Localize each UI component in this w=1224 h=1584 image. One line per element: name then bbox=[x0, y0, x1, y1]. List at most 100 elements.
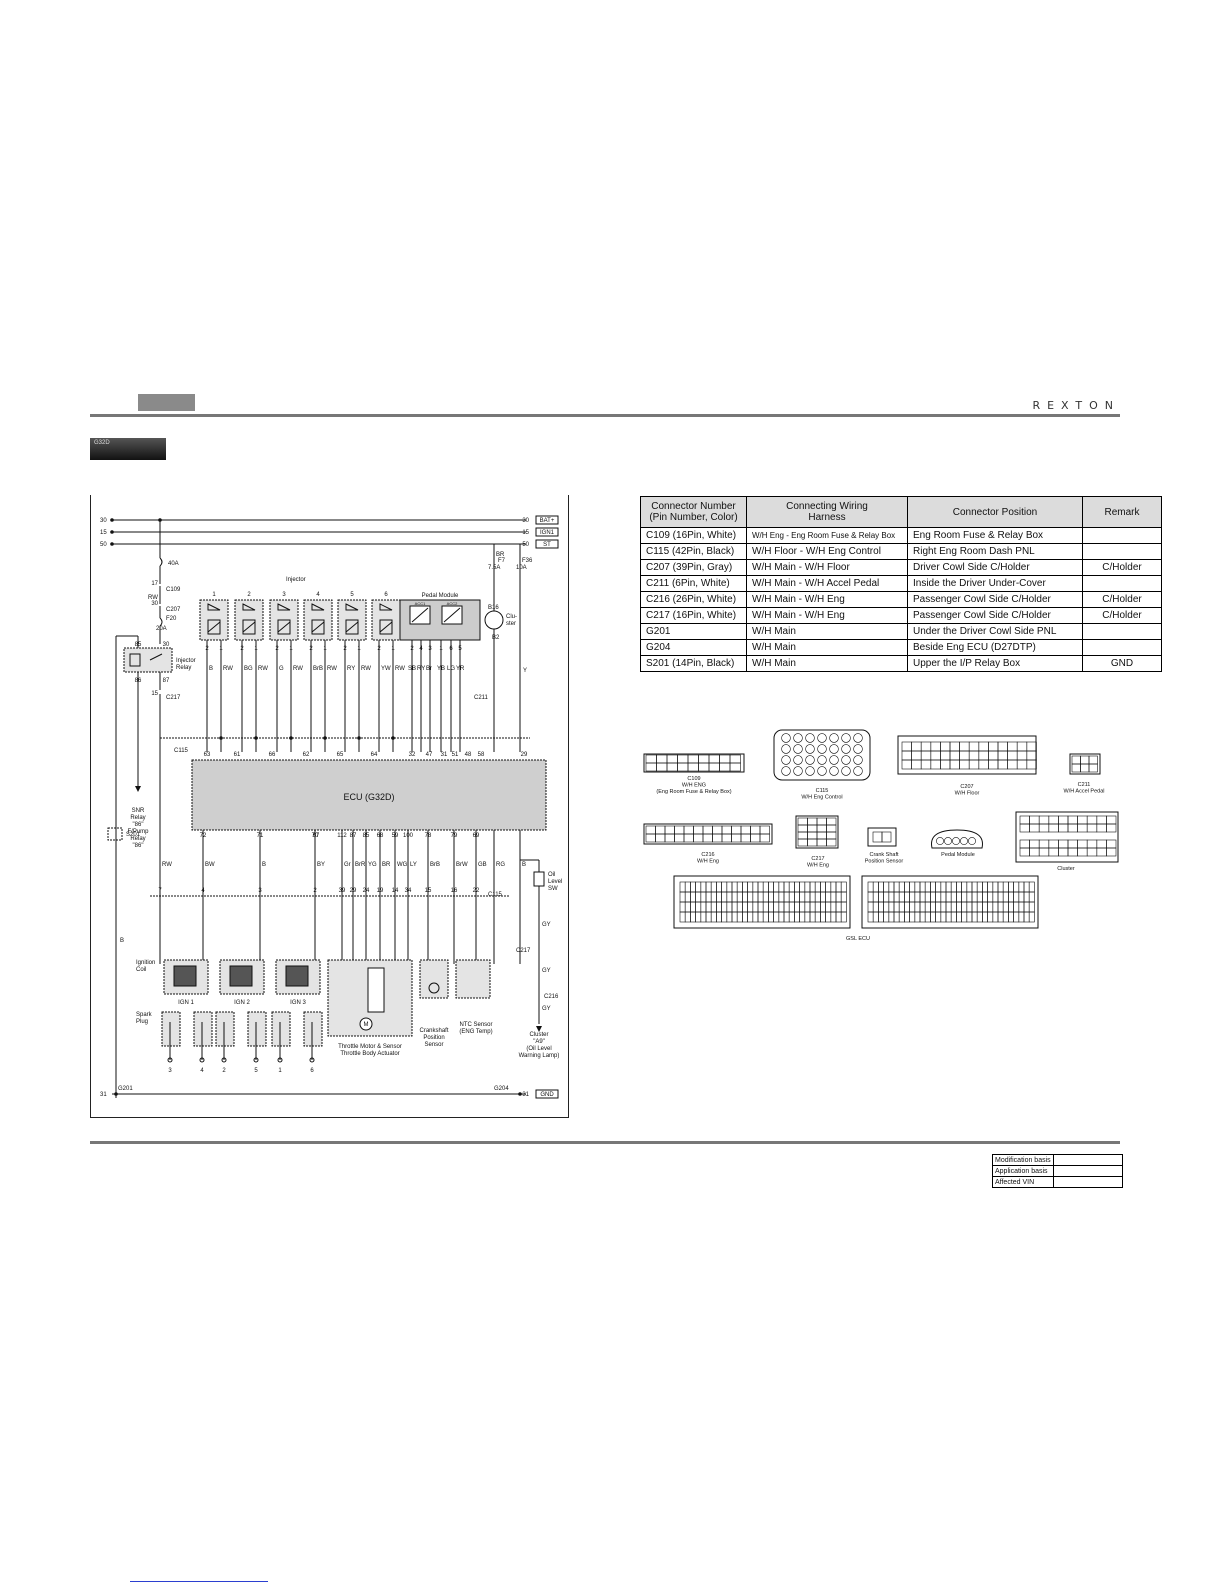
connector-table: Connector Number(Pin Number, Color)Conne… bbox=[640, 496, 1162, 672]
gsl-ecu-view-right bbox=[861, 875, 1039, 929]
pin-cell bbox=[747, 901, 754, 913]
sensor-label: ACC1 bbox=[415, 601, 426, 606]
bus-tag bbox=[535, 527, 559, 537]
pin-cell bbox=[645, 825, 656, 835]
pin-cell bbox=[719, 762, 731, 772]
table-cell bbox=[1052, 1154, 1123, 1166]
junction-dot bbox=[254, 736, 258, 740]
pin-cell bbox=[893, 891, 900, 903]
wire-color: YB bbox=[437, 666, 445, 672]
pin-cell bbox=[783, 881, 790, 893]
pin-number: 3 bbox=[258, 888, 262, 894]
pin-cell bbox=[878, 901, 884, 913]
component-label: IGN 1 bbox=[178, 1000, 194, 1006]
pin-cell bbox=[911, 741, 922, 752]
pin-cell bbox=[684, 901, 691, 913]
pin-cell bbox=[1013, 891, 1020, 903]
pin-cell bbox=[971, 901, 978, 913]
pin-number: 14 bbox=[392, 888, 399, 894]
pin-cell bbox=[797, 824, 808, 833]
wire-color: RW bbox=[293, 666, 303, 672]
pin-cell bbox=[1058, 823, 1069, 833]
pin-number: 19 bbox=[377, 888, 384, 894]
table-cell: Upper the I/P Relay Box bbox=[907, 655, 1083, 672]
pin-cell bbox=[898, 881, 905, 893]
pin-cell bbox=[924, 891, 931, 903]
pin-cell bbox=[700, 911, 707, 923]
pin-cell bbox=[700, 891, 707, 903]
table-cell: C/Holder bbox=[1082, 591, 1162, 608]
pin-cell bbox=[1067, 839, 1078, 849]
pin-cell bbox=[825, 901, 832, 913]
connector-label: C207 bbox=[166, 607, 181, 613]
pin-cell bbox=[914, 881, 921, 893]
pin-number: 61 bbox=[234, 752, 241, 758]
wire-color: BY bbox=[317, 862, 325, 868]
pin-number: 48 bbox=[465, 752, 472, 758]
pin-number: 63 bbox=[204, 752, 211, 758]
table-cell bbox=[1082, 543, 1162, 560]
pin-cell bbox=[797, 831, 808, 840]
wire-color: B bbox=[262, 862, 266, 868]
pin-cell bbox=[736, 881, 743, 893]
pin-cell bbox=[731, 881, 738, 893]
pin-cell bbox=[683, 825, 694, 835]
crank-icon bbox=[428, 982, 440, 994]
pin-cell bbox=[988, 741, 999, 752]
injector-icon bbox=[277, 603, 291, 611]
pin-cell bbox=[1048, 823, 1059, 833]
pin-cell bbox=[804, 881, 811, 893]
pin-cell bbox=[940, 901, 947, 913]
pin-cell bbox=[830, 891, 837, 903]
spark-number: 4 bbox=[200, 1068, 204, 1074]
ntc-sensor bbox=[455, 959, 491, 999]
pin-cell bbox=[825, 881, 832, 893]
relay-pin: 30 bbox=[163, 642, 170, 648]
pin-cell bbox=[679, 901, 686, 913]
pin-cell bbox=[961, 881, 968, 893]
pin-cell bbox=[820, 901, 826, 913]
pin-cell bbox=[716, 881, 722, 893]
pin-cell bbox=[1023, 881, 1030, 893]
pin-cell bbox=[959, 759, 970, 770]
pin-cell bbox=[904, 911, 910, 923]
pin-cell bbox=[799, 881, 806, 893]
wire-color: BW bbox=[205, 862, 215, 868]
pin-cell bbox=[1016, 741, 1028, 752]
pin-cell bbox=[805, 755, 815, 765]
pin-cell bbox=[930, 759, 941, 770]
pin-cell bbox=[1008, 901, 1014, 913]
pin-cell bbox=[826, 824, 837, 833]
pin-cell bbox=[878, 911, 884, 923]
pin-cell bbox=[762, 881, 769, 893]
pin-cell bbox=[1077, 839, 1088, 849]
pin-cell bbox=[971, 881, 978, 893]
pin-cell bbox=[911, 759, 922, 770]
pin-cell bbox=[997, 891, 1004, 903]
pin-cell bbox=[988, 750, 999, 761]
wire-color: BR bbox=[496, 552, 505, 558]
pin-cell bbox=[814, 901, 821, 913]
spark-plug bbox=[161, 1011, 181, 1047]
connector-label: C216 bbox=[544, 994, 559, 1000]
pin-cell bbox=[968, 750, 980, 761]
table-cell: C216 (26Pin, White) bbox=[640, 591, 747, 608]
pin-cell bbox=[794, 911, 800, 923]
pin-cell bbox=[1023, 891, 1030, 903]
injector-icon bbox=[311, 603, 325, 611]
pin-cell bbox=[816, 831, 827, 840]
ground-symbol bbox=[277, 1057, 283, 1063]
table-cell: G204 bbox=[640, 639, 747, 656]
table-cell: Affected VIN bbox=[992, 1176, 1054, 1188]
pin-cell bbox=[679, 881, 686, 893]
pin-cell bbox=[762, 911, 769, 923]
pin-cell bbox=[853, 766, 863, 776]
motor-icon bbox=[359, 1017, 373, 1031]
injector-number: 5 bbox=[350, 592, 354, 598]
pin-number: 16 bbox=[451, 888, 458, 894]
pin-cell bbox=[945, 881, 952, 893]
